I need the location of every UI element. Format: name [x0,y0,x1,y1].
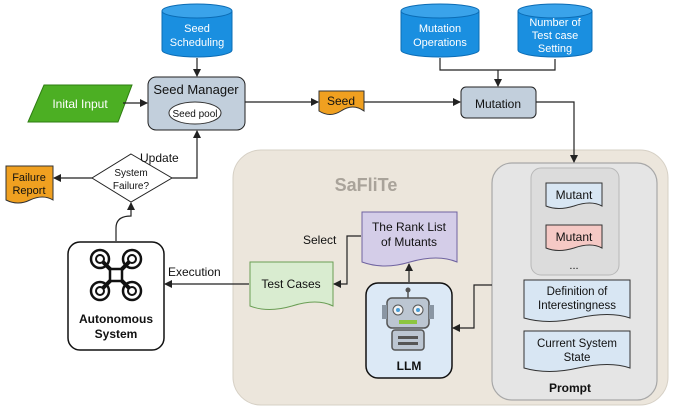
edge-prompt-to-llm [452,284,492,332]
test-case-setting-cylinder: Number of Test case Setting [517,3,593,58]
seed-manager-label: Seed Manager [153,82,239,97]
seed-pool [168,101,222,125]
saflite-title: SaFliTe [335,175,398,195]
edge-mutation-ops-join [439,58,556,71]
test-case-setting-label-3: Setting [538,43,572,55]
seed-pool-label: Seed pool [172,109,217,120]
system-failure-label-2: Failure? [113,181,150,192]
edge-ranklist-to-testcases [333,235,361,288]
mutant-label-1: Mutant [556,188,593,202]
mutation-node: Mutation [460,86,537,119]
mutation-operations-label-1: Mutation [419,23,461,35]
autonomous-system-label-2: System [95,327,138,341]
seed-scheduling-label-1: Seed [184,23,210,35]
edge-system-to-decision [115,202,135,241]
update-label: Update [140,151,179,165]
system-failure-label-1: System [114,168,147,179]
definition-doc: Definition of Interestingness [523,279,631,322]
mutant-label-2: Mutant [556,230,593,244]
current-state-doc: Current System State [523,330,631,372]
autonomous-system-node: Autonomous System [67,241,165,351]
select-label: Select [303,233,337,247]
definition-label-2: Interestingness [538,300,616,312]
rank-list-node: The Rank List of Mutants [361,211,458,267]
drone-icon [89,248,143,302]
seed-manager-node: Seed Manager Seed pool [147,76,246,131]
prompt-label: Prompt [549,381,591,395]
execution-label: Execution [168,265,221,279]
mutant-doc-1: Mutant [545,182,603,209]
mutant-ellipsis: ... [569,260,578,272]
test-cases-label: Test Cases [261,277,320,291]
mutation-label: Mutation [475,97,521,111]
robot-icon [382,287,434,351]
test-case-setting-label-2: Test case [532,30,578,42]
seed-scheduling-label-2: Scheduling [170,37,224,49]
failure-report-label-1: Failure [12,172,46,184]
autonomous-system-label-1: Autonomous [79,312,153,326]
rank-list-label-2: of Mutants [381,235,437,249]
definition-label-1: Definition of [547,286,609,298]
current-state-label-1: Current System [537,338,617,350]
initial-input-label: Inital Input [52,97,108,111]
mutation-operations-label-2: Operations [413,37,467,49]
edge-decision-to-manager [172,130,201,179]
edges [53,58,578,332]
mutation-operations-cylinder: Mutation Operations [400,3,480,58]
test-cases-node: Test Cases [249,261,334,310]
seed-node: Seed [318,90,365,115]
initial-input-node: Inital Input [27,84,133,123]
edge-mutation-to-prompt [536,101,578,163]
mutant-doc-2: Mutant [545,224,603,251]
current-state-label-2: State [564,352,591,364]
rank-list-label-1: The Rank List [372,220,447,234]
failure-report-label-2: Report [12,185,45,197]
failure-report-node: Failure Report [5,165,54,204]
seed-label: Seed [327,94,355,108]
test-case-setting-label-1: Number of [529,17,581,29]
llm-node: LLM [365,282,453,379]
seed-scheduling-cylinder: Seed Scheduling [161,3,233,58]
llm-label: LLM [397,359,422,373]
